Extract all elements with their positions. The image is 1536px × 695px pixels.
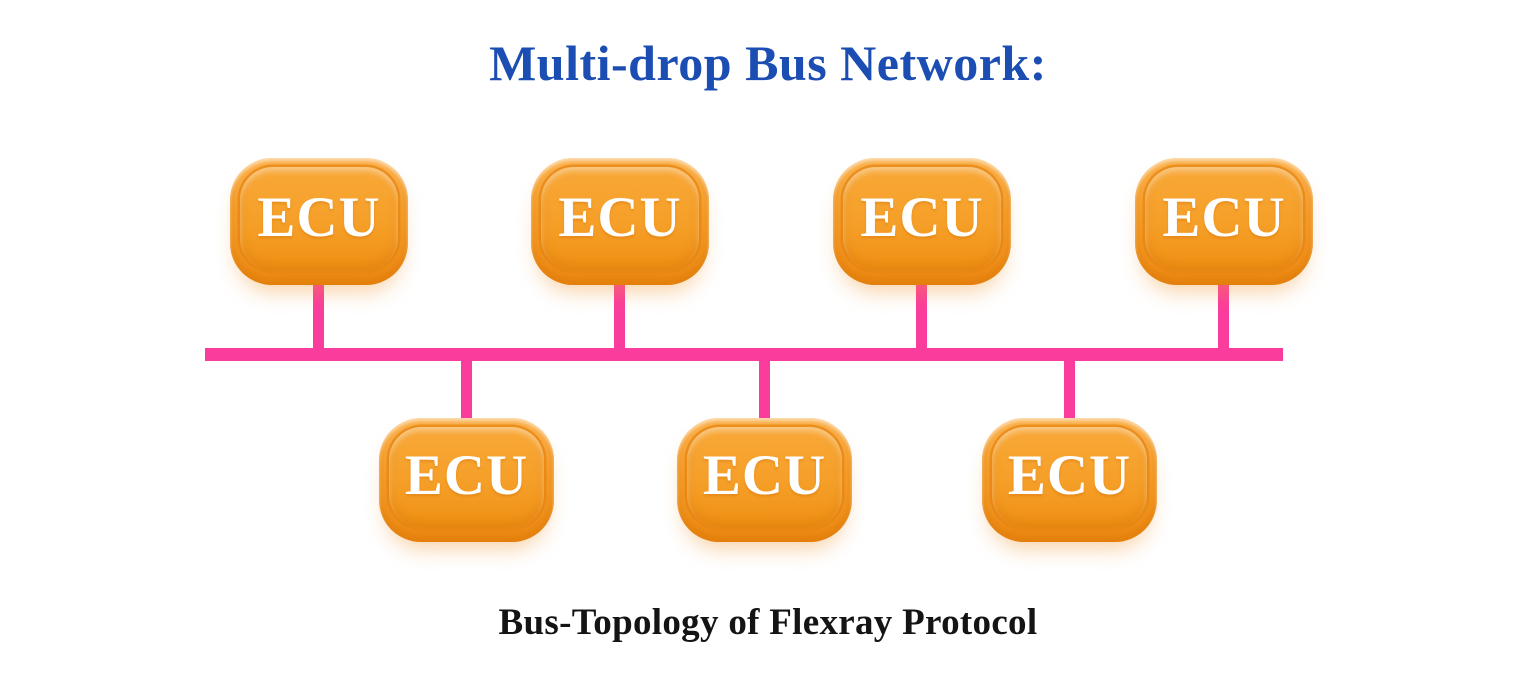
connector-line [461,355,472,423]
connector-line [916,284,927,354]
ecu-label: ECU [860,185,984,249]
bus-line [205,348,1283,361]
ecu-label: ECU [257,185,381,249]
connector-line [1064,355,1075,423]
ecu-node-face: ECU [1145,167,1303,271]
ecu-label: ECU [404,444,529,507]
ecu-node: ECU [677,418,852,542]
diagram-caption: Bus-Topology of Flexray Protocol [498,602,1038,643]
ecu-node-face: ECU [389,427,544,528]
ecu-node-face: ECU [687,427,842,528]
ecu-label: ECU [558,185,682,249]
ecu-label: ECU [1007,444,1132,507]
ecu-label: ECU [702,444,827,507]
connector-line [759,355,770,423]
ecu-node-face: ECU [240,167,398,271]
connector-line [614,284,625,354]
page-title: Multi-drop Bus Network: [489,35,1047,91]
ecu-node: ECU [833,158,1011,285]
ecu-node: ECU [531,158,709,285]
connector-line [313,284,324,354]
ecu-node: ECU [982,418,1157,542]
ecu-node: ECU [230,158,408,285]
ecu-node: ECU [379,418,554,542]
ecu-node-face: ECU [992,427,1147,528]
ecu-node-face: ECU [541,167,699,271]
ecu-node-face: ECU [843,167,1001,271]
ecu-label: ECU [1162,185,1286,249]
connector-line [1218,284,1229,354]
ecu-node: ECU [1135,158,1313,285]
